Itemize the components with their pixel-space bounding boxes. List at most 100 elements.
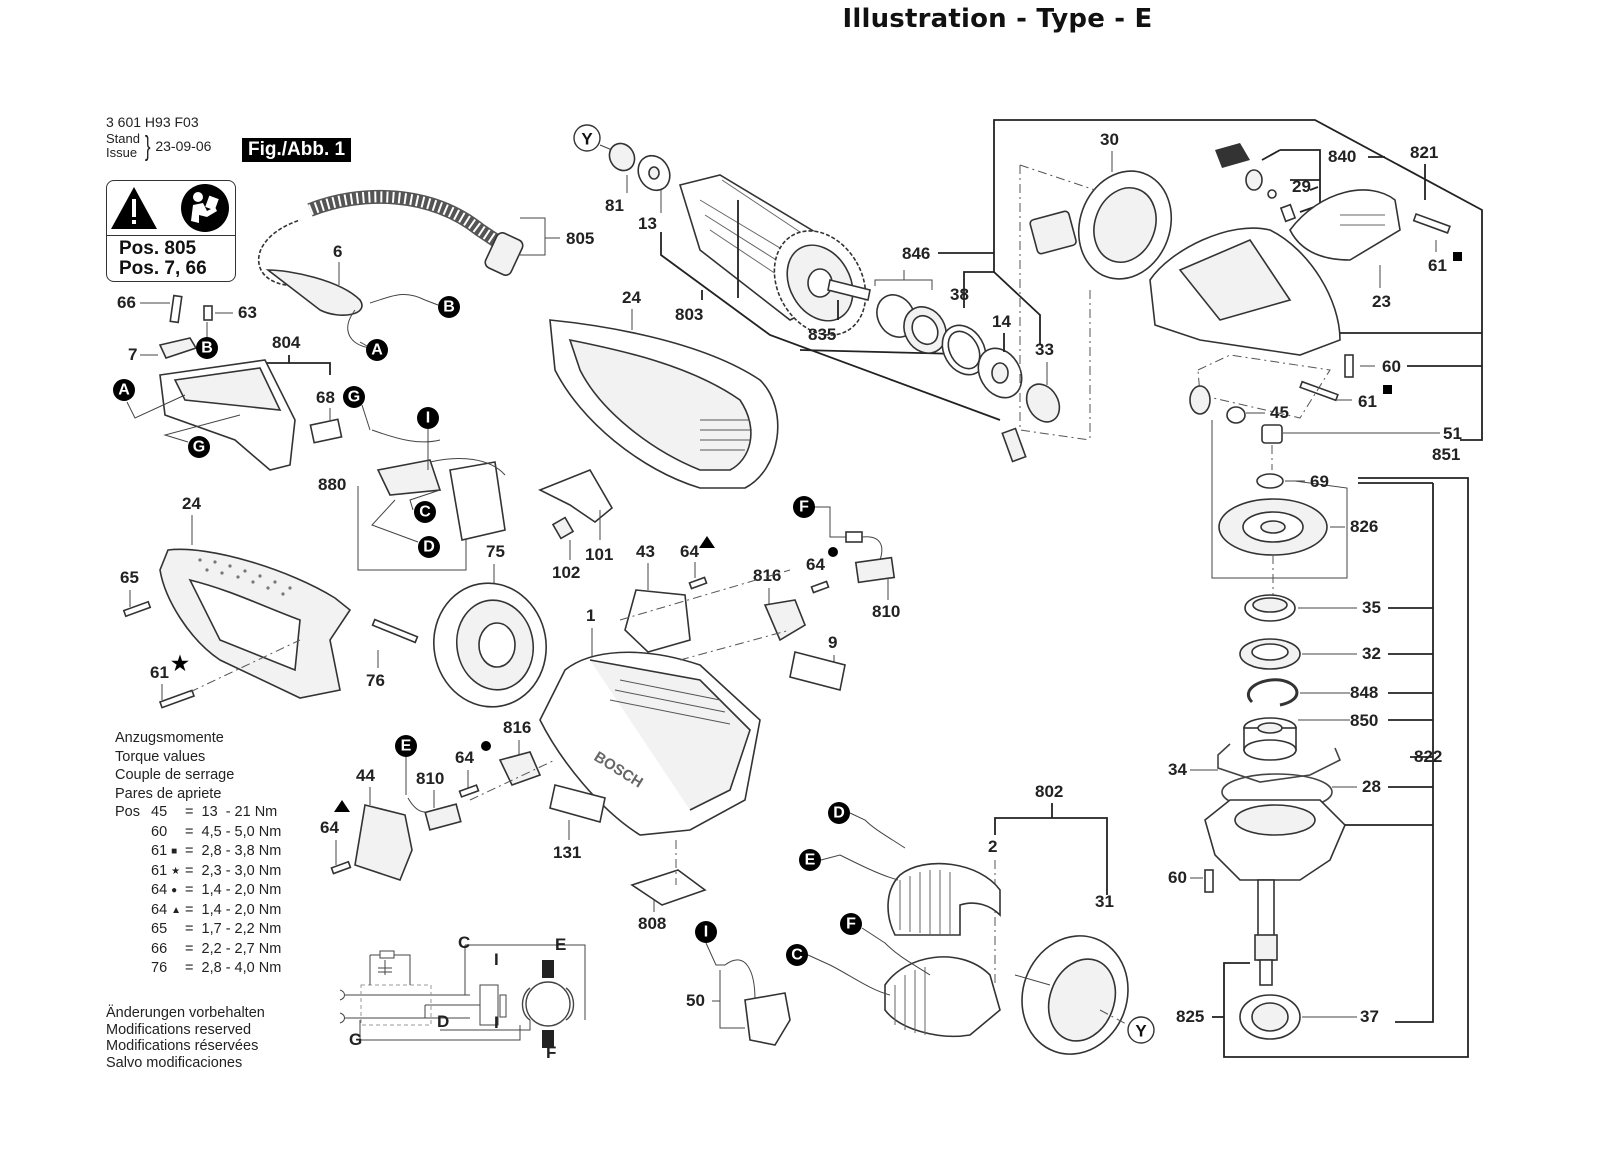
torque-eq: = xyxy=(185,804,194,820)
label-45: 45 xyxy=(1270,403,1289,422)
warning-pos-7-66: Pos. 7, 66 xyxy=(119,258,207,279)
modifications-fr: Modifications réservées xyxy=(106,1038,259,1054)
label-2: 2 xyxy=(988,837,997,856)
connector-B-switch: B xyxy=(201,340,213,357)
torque-heading-en: Torque values xyxy=(115,748,206,765)
torque-value: 2,8 - 3,8 Nm xyxy=(201,843,282,859)
label-835: 835 xyxy=(808,325,836,344)
label-102: 102 xyxy=(552,563,580,582)
schematic-label-C: C xyxy=(458,933,470,952)
label-64-dot-lower: 64 xyxy=(455,748,474,767)
label-76: 76 xyxy=(366,671,385,690)
connector-B-cord: B xyxy=(443,299,455,316)
label-851: 851 xyxy=(1432,445,1460,464)
connector-G-switch: G xyxy=(193,439,205,456)
wiring-schematic: C D E F G I I xyxy=(339,933,586,1062)
connector-I-relay: I xyxy=(426,410,430,427)
star-marker-icon: ★ xyxy=(171,653,189,675)
torque-row: 64▲=1,4 - 2,0 Nm xyxy=(147,901,285,921)
label-24-housing: 24 xyxy=(622,288,641,307)
label-822: 822 xyxy=(1414,747,1442,766)
torque-pos: 61 xyxy=(151,843,168,859)
label-44: 44 xyxy=(356,766,375,785)
connector-G-relay: G xyxy=(348,389,360,406)
torque-eq: = xyxy=(185,960,194,976)
label-37: 37 xyxy=(1360,1007,1379,1026)
connector-F-motor: F xyxy=(846,916,856,933)
torque-mark: ▲ xyxy=(171,904,182,916)
label-63: 63 xyxy=(238,303,257,322)
torque-pos: 65 xyxy=(151,921,168,937)
modifications-de: Änderungen vorbehalten xyxy=(106,1005,265,1021)
label-28: 28 xyxy=(1362,777,1381,796)
document-meta: 3 601 H93 F03 Stand Issue } 23-09-06 xyxy=(106,114,211,160)
label-34: 34 xyxy=(1168,760,1187,779)
issue-label: Issue xyxy=(106,145,138,160)
torque-row: 61■ = 2,8 - 3,8 Nm xyxy=(147,842,285,862)
torque-value: 2,2 - 2,7 Nm xyxy=(201,940,282,957)
connector-D-relay: D xyxy=(423,539,435,556)
torque-eq: = xyxy=(185,823,194,840)
label-1: 1 xyxy=(586,606,595,625)
label-816-lower: 816 xyxy=(503,718,531,737)
label-60-upper: 60 xyxy=(1382,357,1401,376)
torque-mark: ■ xyxy=(171,846,178,857)
torque-value: 2,3 - 3,0 Nm xyxy=(201,862,282,879)
connector-E-motor: E xyxy=(805,852,816,869)
schematic-label-I-bottom: I xyxy=(494,1013,499,1032)
page-title: Illustration - Type - E xyxy=(842,4,1153,34)
label-35: 35 xyxy=(1362,598,1381,617)
label-64-triangle: 64 xyxy=(680,542,699,561)
connector-F-upper: F xyxy=(799,499,809,516)
torque-pos: 76 xyxy=(151,960,168,976)
torque-eq: = xyxy=(185,843,194,859)
armature xyxy=(678,174,871,336)
label-64-triangle-lower: 64 xyxy=(320,818,339,837)
torque-pos: 60 xyxy=(151,823,168,840)
torque-value: 1,4 - 2,0 Nm xyxy=(201,901,282,918)
label-50: 50 xyxy=(686,991,705,1010)
torque-value: 13 - 21 Nm xyxy=(201,804,278,820)
label-805: 805 xyxy=(566,229,594,248)
label-75: 75 xyxy=(486,542,505,561)
label-81: 81 xyxy=(605,196,624,215)
schematic-label-G: G xyxy=(349,1030,362,1049)
label-131: 131 xyxy=(553,843,581,862)
connector-I-wire: I xyxy=(704,924,708,941)
label-66: 66 xyxy=(117,293,136,312)
square-marker-icon-lower xyxy=(1383,385,1392,394)
connector-D-motor: D xyxy=(833,805,845,822)
label-840: 840 xyxy=(1328,147,1356,166)
label-31: 31 xyxy=(1095,892,1114,911)
label-810-lower: 810 xyxy=(416,769,444,788)
torque-pos: 64 xyxy=(151,901,168,918)
label-61-square-lower: 61 xyxy=(1358,392,1377,411)
torque-eq: = xyxy=(185,921,194,937)
label-38: 38 xyxy=(950,285,969,304)
label-61-star: 61 xyxy=(150,663,169,682)
read-manual-icon xyxy=(181,184,229,232)
label-13: 13 xyxy=(638,214,657,233)
torque-row: 45 = 13 - 21 Nm xyxy=(147,803,285,823)
torque-mark: ★ xyxy=(171,865,181,877)
label-68: 68 xyxy=(316,388,335,407)
triangle-marker-icon xyxy=(699,536,715,548)
connector-Y-bottom: Y xyxy=(1135,1022,1147,1041)
dot-marker-icon xyxy=(828,547,838,557)
torque-row: 76 = 2,8 - 4,0 Nm xyxy=(147,959,285,979)
label-802: 802 xyxy=(1035,782,1063,801)
torque-value: 2,8 - 4,0 Nm xyxy=(201,960,282,976)
torque-row: 65=1,7 - 2,2 Nm xyxy=(147,920,285,940)
label-61-square-upper: 61 xyxy=(1428,256,1447,275)
label-43: 43 xyxy=(636,542,655,561)
issue-date: 23-09-06 xyxy=(155,138,212,154)
torque-pos: 45 xyxy=(151,804,168,820)
brace: } xyxy=(144,130,151,161)
connector-C-motor: C xyxy=(791,947,803,964)
square-marker-icon xyxy=(1453,252,1462,261)
modifications-es: Salvo modificaciones xyxy=(106,1054,243,1071)
torque-pos: 61 xyxy=(151,862,168,879)
label-846: 846 xyxy=(902,244,930,263)
schematic-label-F: F xyxy=(546,1043,556,1062)
